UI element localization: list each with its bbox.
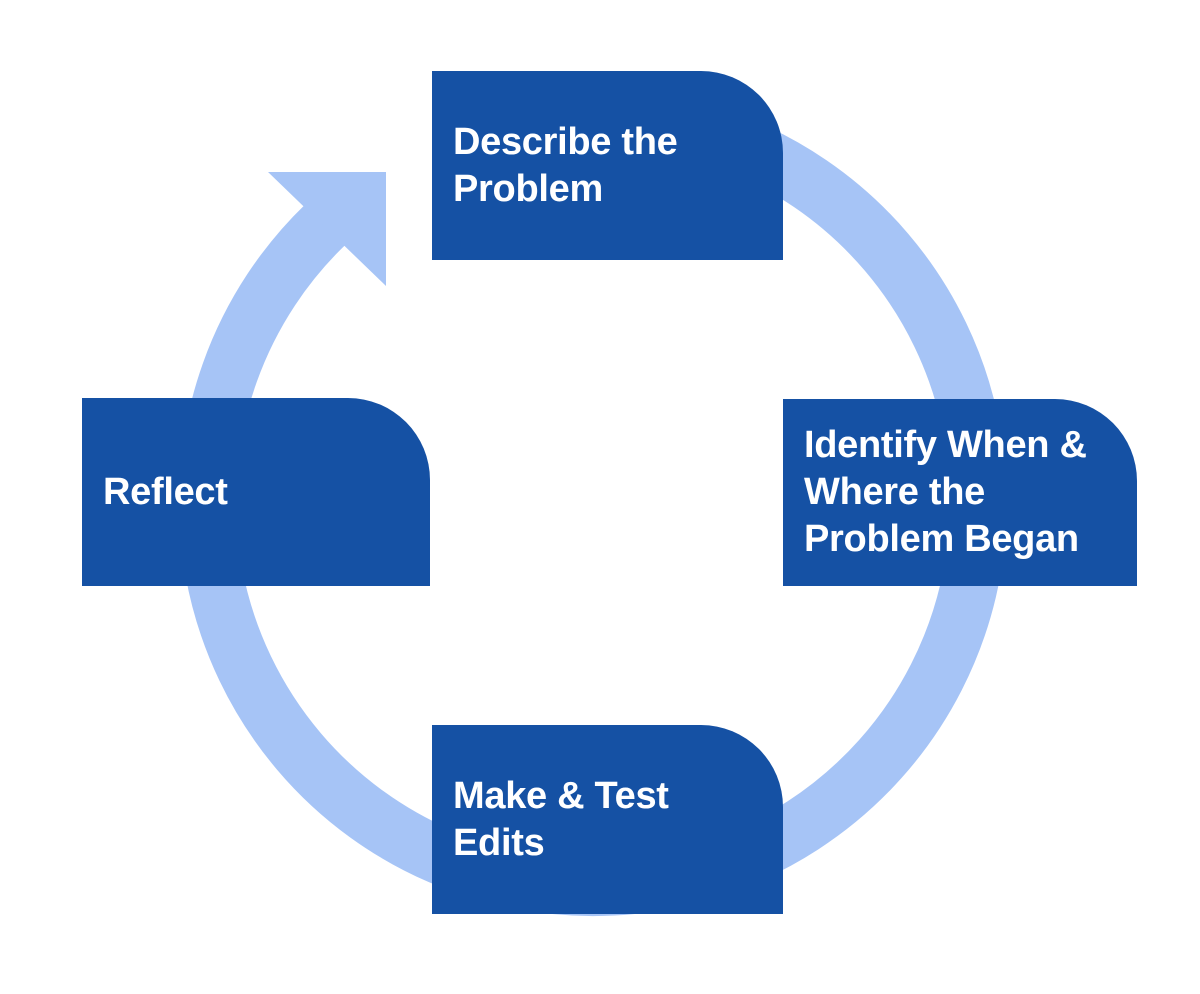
cycle-arrowhead-icon — [268, 172, 386, 286]
step-box-make-and-test-edits: Make & Test Edits — [432, 725, 783, 914]
step-box-identify-when-and-where: Identify When & Where the Problem Began — [783, 399, 1137, 586]
step-label: Describe the Problem — [453, 120, 678, 210]
step-box-reflect: Reflect — [82, 398, 430, 586]
step-box-describe-the-problem: Describe the Problem — [432, 71, 783, 260]
step-label: Identify When & Where the Problem Began — [804, 424, 1087, 560]
step-label: Make & Test Edits — [453, 774, 669, 864]
step-label: Reflect — [103, 470, 228, 513]
